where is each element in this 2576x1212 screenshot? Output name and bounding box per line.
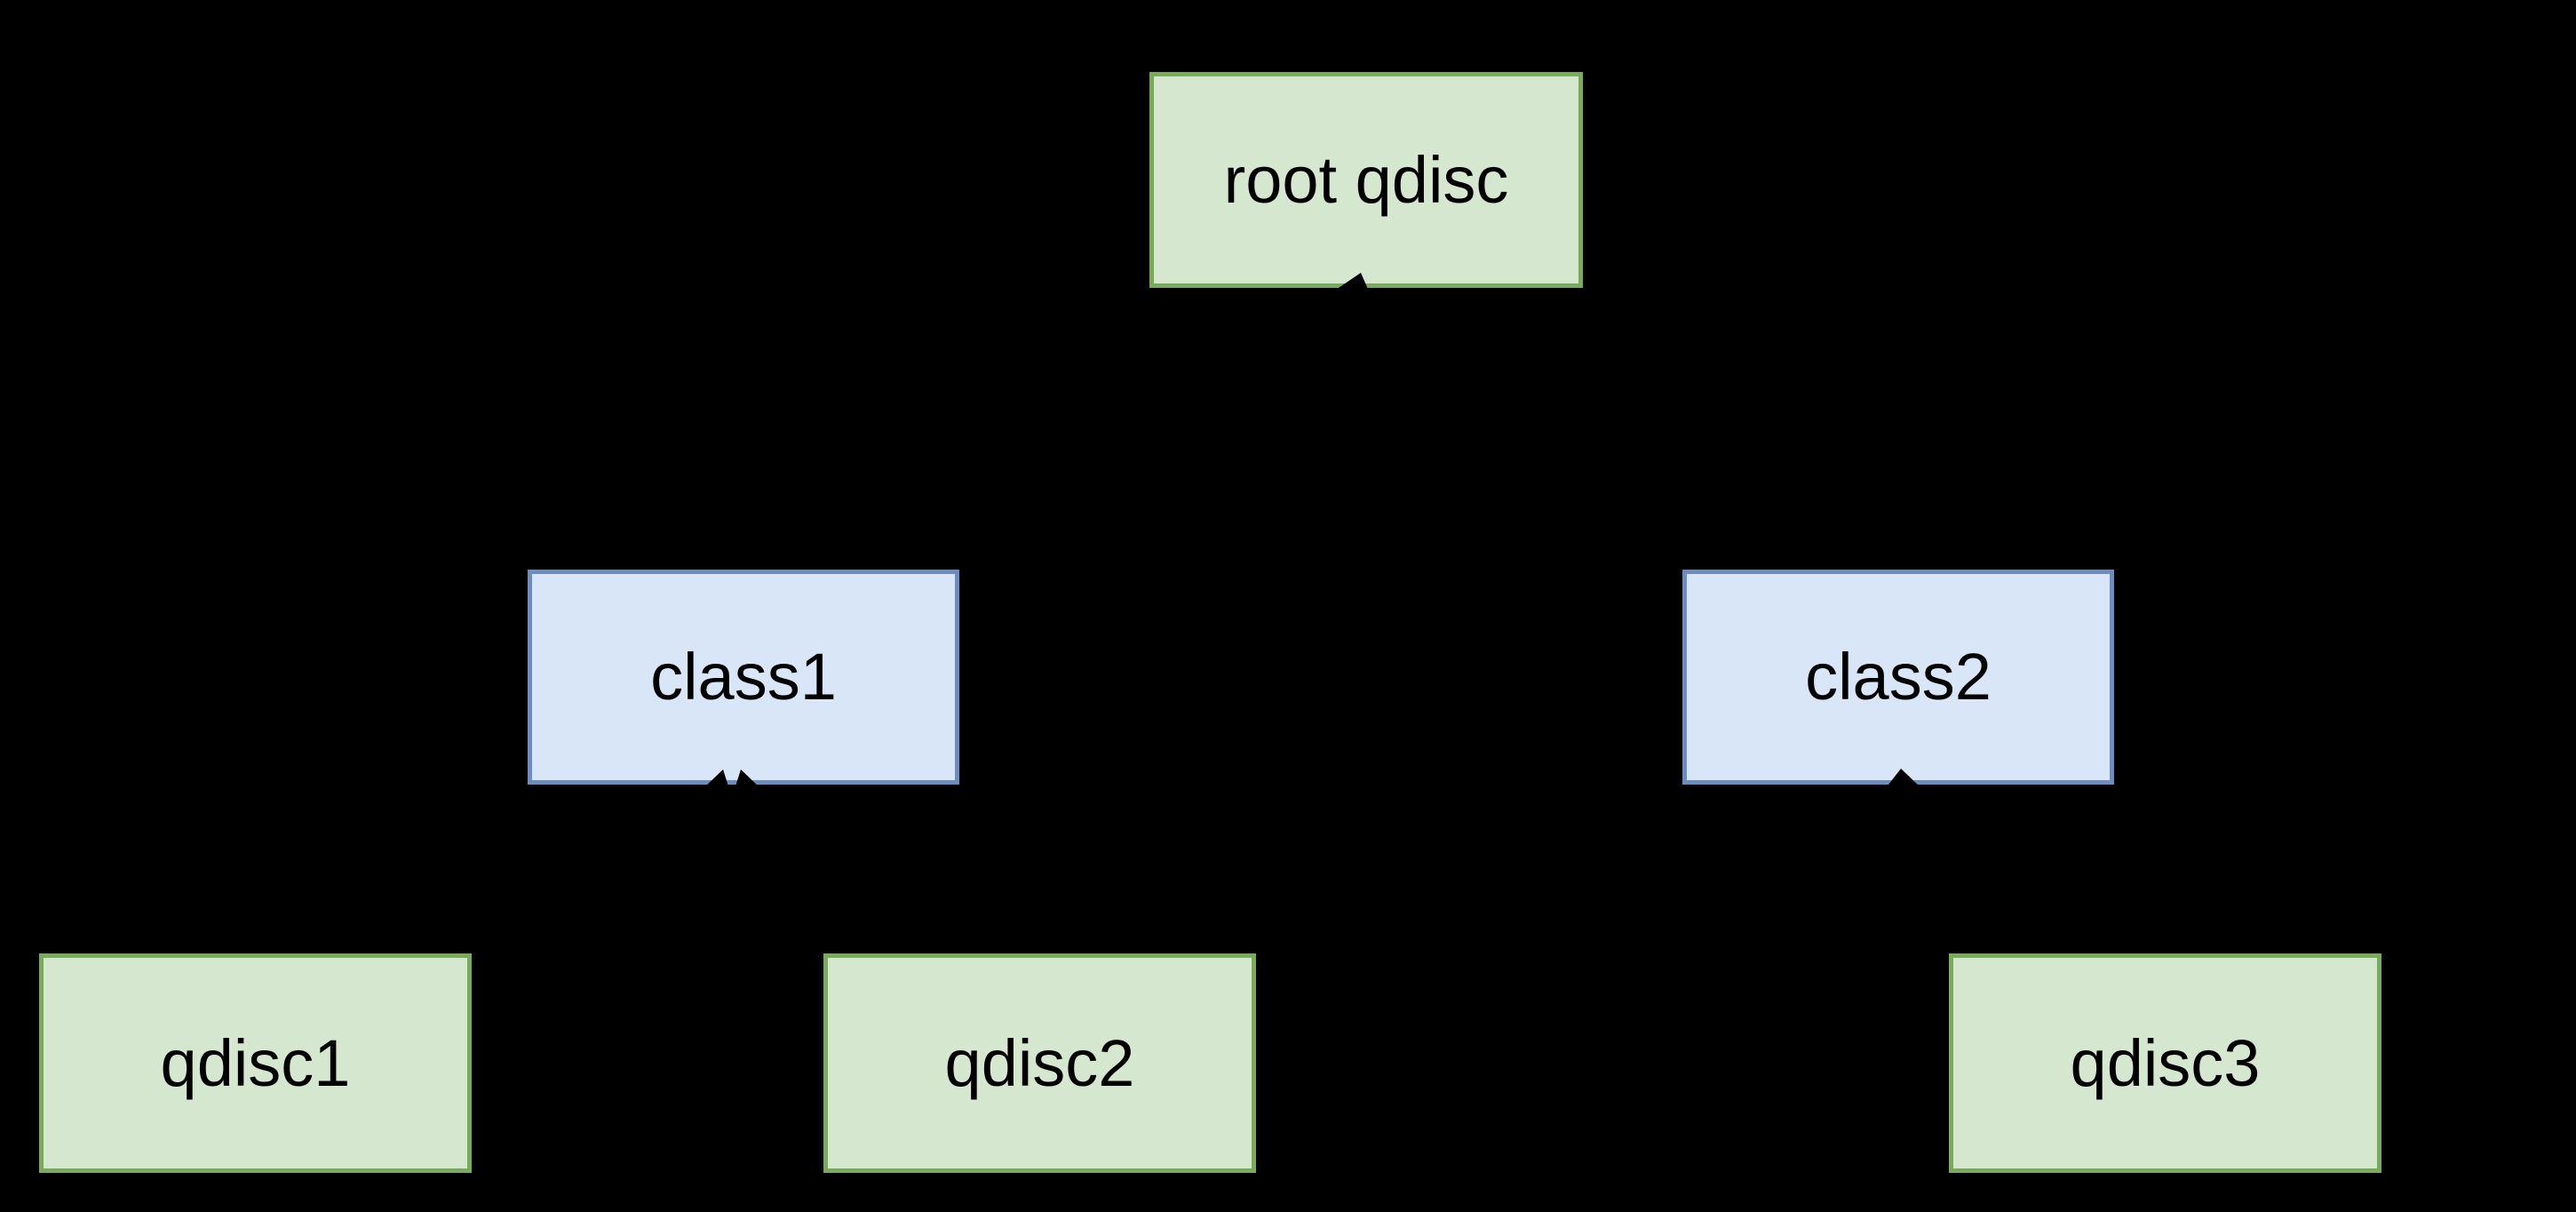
node-filter1: filter1 (1613, 57, 1990, 311)
node-filter2: filter2 (966, 556, 1340, 809)
node-qdisc2-label: qdisc2 (944, 1025, 1135, 1100)
node-class1: class1 (528, 570, 959, 785)
arrowhead-into-root-qdisc (1331, 273, 1370, 293)
node-qdisc1: qdisc1 (39, 953, 472, 1173)
node-filter3: filter3 (2125, 556, 2505, 814)
arrowheads-into-class1 (703, 769, 761, 789)
node-class2-label: class2 (1805, 640, 1992, 714)
node-qdisc3-label: qdisc3 (2070, 1025, 2261, 1100)
node-root-qdisc-label: root qdisc (1223, 142, 1509, 217)
node-filter3-label: filter3 (2234, 648, 2396, 722)
node-filter1-label: filter1 (1721, 147, 1882, 220)
node-qdisc2: qdisc2 (823, 953, 1256, 1173)
node-root-qdisc: root qdisc (1149, 72, 1583, 288)
node-filter2-label: filter2 (1072, 645, 1234, 720)
node-class2: class2 (1682, 570, 2114, 785)
arrowhead-into-class2 (1885, 769, 1922, 789)
node-qdisc3: qdisc3 (1949, 953, 2381, 1173)
node-qdisc1-label: qdisc1 (160, 1025, 351, 1100)
node-class1-label: class1 (650, 640, 837, 714)
